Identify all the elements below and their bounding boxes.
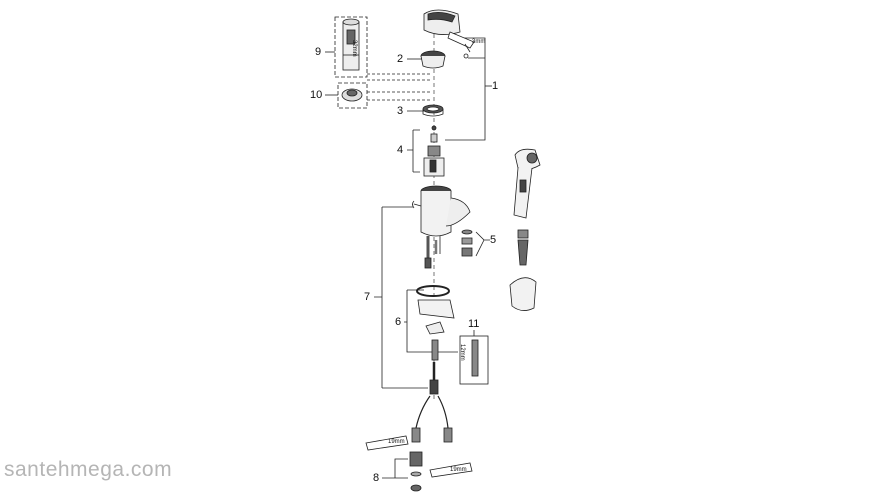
callout-2: 2 <box>397 53 404 65</box>
fixing-set <box>416 285 455 361</box>
callout-9: 9 <box>315 46 322 58</box>
callout-5: 5 <box>490 234 497 246</box>
hose-wrench-label-1: 19mm <box>388 439 405 445</box>
callout-11: 11 <box>468 318 480 330</box>
watermark-text: santehmega.com <box>4 458 173 481</box>
retaining-nut-detail <box>337 82 368 109</box>
callout-4: 4 <box>397 144 404 156</box>
callout-1: 1 <box>492 80 499 92</box>
hose-wrench-label-2: 19mm <box>450 467 467 473</box>
tool-size-label: 12mm <box>459 344 465 361</box>
cartridge-size-label: 32mm <box>351 40 357 57</box>
aerator-parts <box>461 229 473 257</box>
lever-handle <box>423 9 475 59</box>
cartridge-part <box>423 125 445 177</box>
callout-7: 7 <box>364 291 371 303</box>
fixing-rod <box>429 362 439 395</box>
hand-shower <box>509 148 541 311</box>
tap-body <box>412 185 471 237</box>
connection-hoses <box>411 395 453 443</box>
supply-tubes <box>424 236 441 269</box>
cap-part <box>420 50 446 69</box>
ring-part <box>422 104 444 117</box>
leader-lines <box>325 37 492 479</box>
wrench-size-label: 3mm <box>472 39 486 45</box>
hose-wrenches <box>365 435 473 478</box>
callout-10: 10 <box>310 89 323 101</box>
tool-detail <box>459 335 489 385</box>
callout-6: 6 <box>395 316 402 328</box>
callout-8: 8 <box>373 472 380 484</box>
valve-parts <box>409 451 423 492</box>
callout-3: 3 <box>397 105 404 117</box>
cartridge-detail <box>334 16 368 78</box>
